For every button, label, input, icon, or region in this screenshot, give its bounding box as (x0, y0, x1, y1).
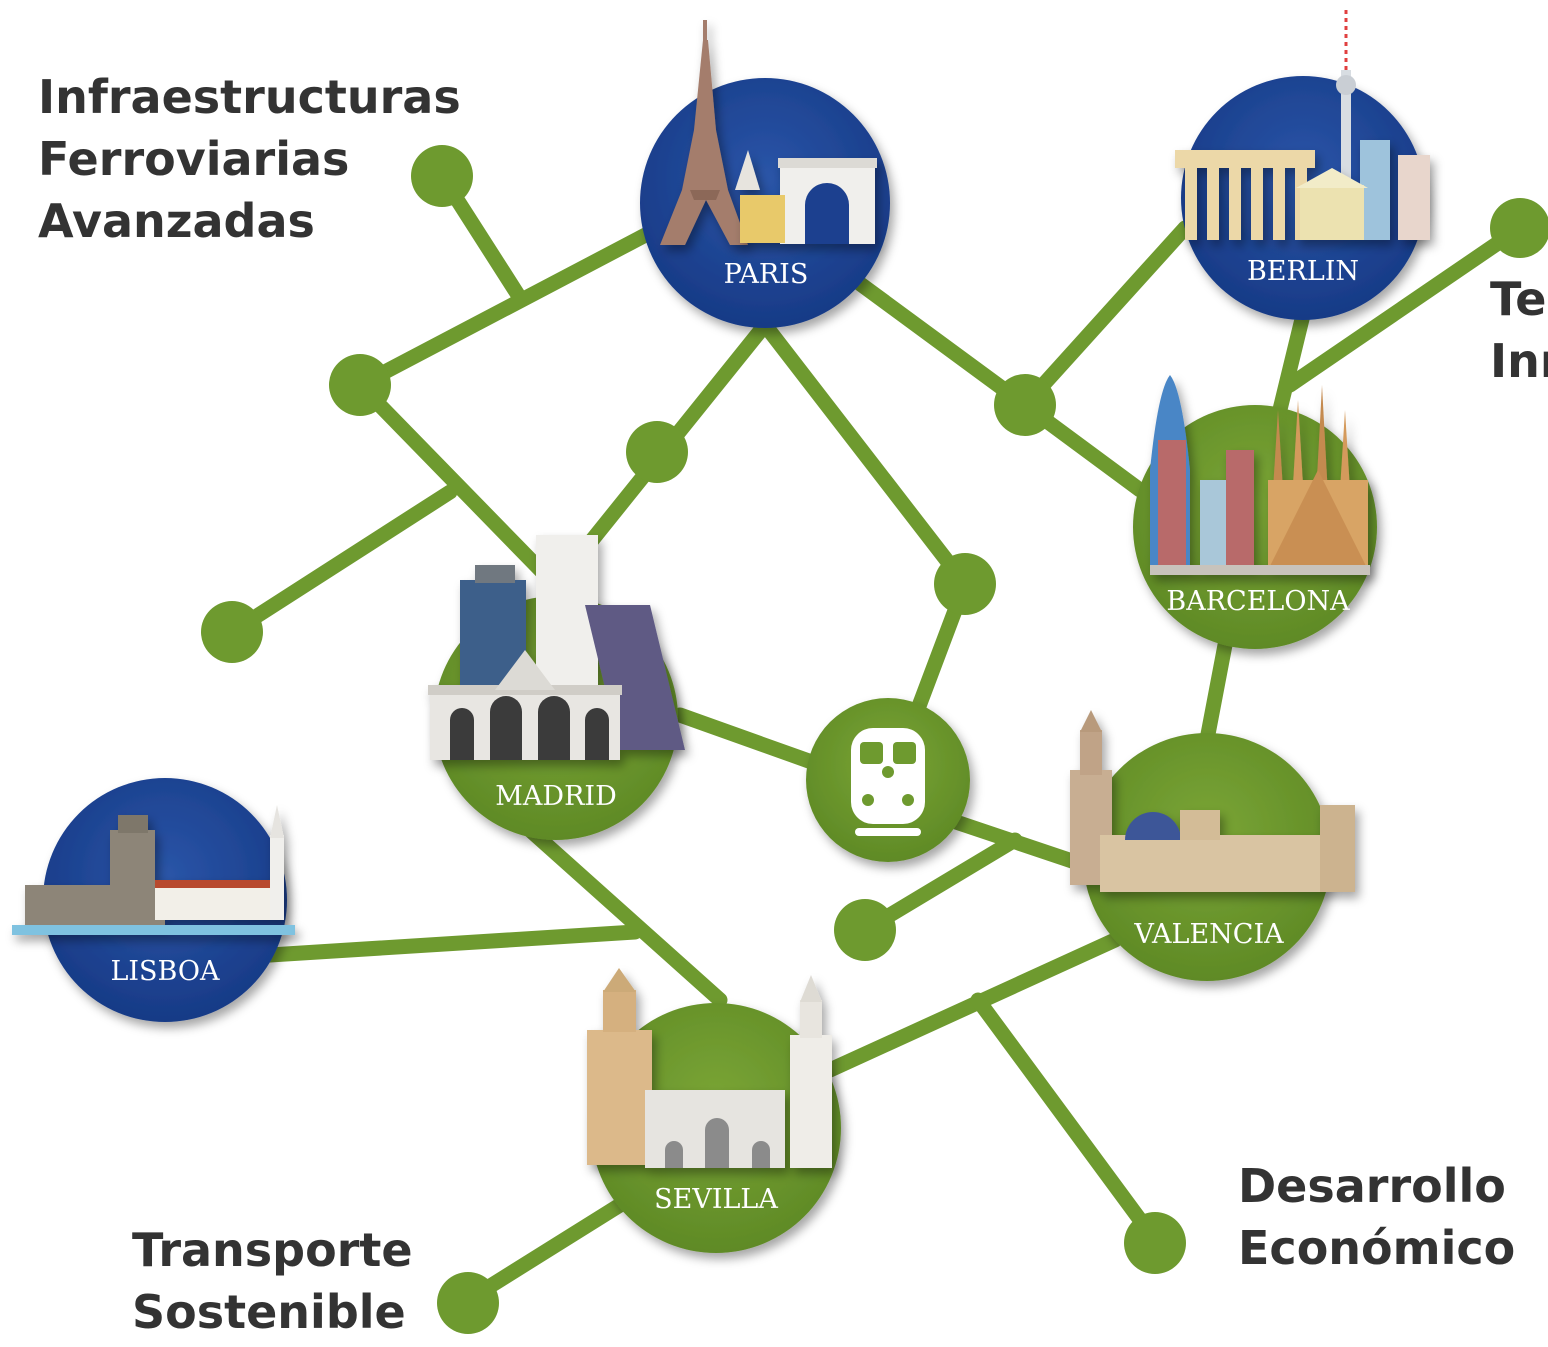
label-infraestructuras: Infraestructuras Ferroviarias Avanzadas (38, 70, 461, 248)
label-desarrollo-economico: Desarrollo Económico (1238, 1159, 1516, 1275)
city-label-sevilla: SEVILLA (654, 1184, 778, 1215)
city-node-lisboa: LISBOA (12, 778, 295, 1022)
junction-node (934, 553, 996, 615)
junction-node (994, 374, 1056, 436)
sevilla-skyline-icon (587, 968, 832, 1168)
junction-node (1490, 198, 1548, 258)
train-icon (851, 728, 925, 836)
network-nodes (201, 145, 1548, 1334)
belem-tower-icon (12, 805, 295, 935)
junction-node (201, 601, 263, 663)
city-node-madrid: MADRID (428, 535, 685, 840)
junction-node (437, 1272, 499, 1334)
brandenburg-gate-icon (1175, 140, 1430, 240)
junction-node (834, 899, 896, 961)
valencia-skyline-icon (1070, 710, 1355, 892)
madrid-skyline-icon (428, 535, 685, 760)
label-tecnologia-innovacion: Te Inn (1490, 272, 1548, 388)
city-node-berlin: BERLIN (1175, 10, 1430, 320)
city-label-berlin: BERLIN (1247, 256, 1359, 287)
junction-node (411, 145, 473, 207)
city-node-barcelona: BARCELONA (1133, 375, 1377, 649)
city-label-valencia: VALENCIA (1133, 919, 1284, 950)
city-node-sevilla: SEVILLA (587, 968, 841, 1253)
junction-node (1124, 1212, 1186, 1274)
tv-tower-icon (1336, 10, 1356, 240)
city-node-paris: PARIS (640, 20, 890, 328)
city-label-madrid: MADRID (495, 781, 616, 812)
city-node-valencia: VALENCIA (1070, 710, 1355, 981)
train-hub (806, 698, 970, 862)
city-label-lisboa: LISBOA (110, 956, 220, 987)
city-label-barcelona: BARCELONA (1166, 586, 1350, 617)
junction-node (329, 354, 391, 416)
junction-node (626, 421, 688, 483)
city-label-paris: PARIS (724, 259, 809, 290)
label-transporte-sostenible: Transporte Sostenible (132, 1223, 413, 1339)
barcelona-skyline-icon (1150, 375, 1370, 575)
eiffel-tower-icon (660, 20, 748, 245)
arc-de-triomphe-icon (735, 150, 877, 244)
